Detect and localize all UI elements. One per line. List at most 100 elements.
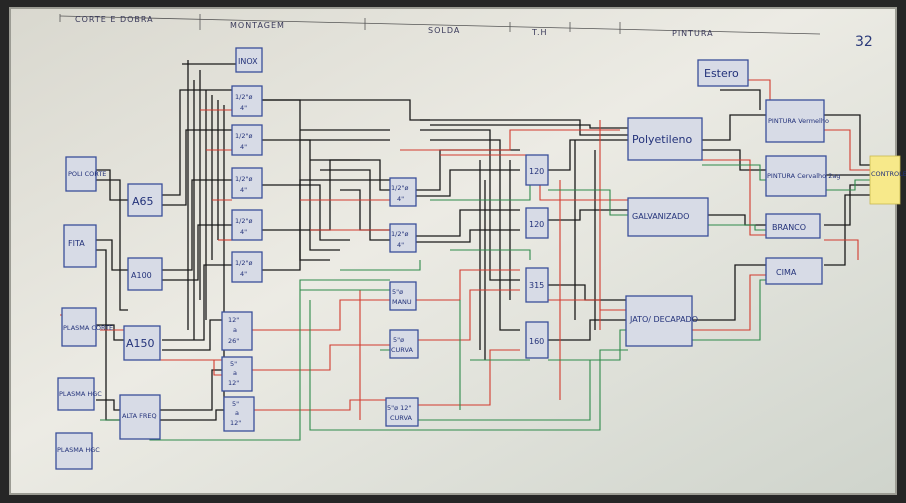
box-solda-5-l1: 5"ø 12": [387, 404, 411, 412]
box-solda-1[interactable]: [389, 177, 417, 207]
box-a65[interactable]: [127, 183, 163, 217]
box-pintura-vermelho-label: PINTURA Vermelho: [768, 117, 829, 125]
box-estero[interactable]: [697, 59, 749, 87]
box-montagem-12-26-l2: a: [233, 326, 237, 334]
box-montagem-5-l1: 1/2"ø: [235, 259, 252, 267]
box-a100[interactable]: [127, 257, 163, 291]
box-fita-label: FITA: [68, 239, 85, 248]
box-montagem-4[interactable]: [231, 209, 263, 241]
box-polyetileno-label: Polyetileno: [632, 133, 692, 146]
box-montagem-5-12-a[interactable]: [221, 356, 253, 392]
box-pintura-cervalho-label: PINTURA Cervalho 2ag: [767, 172, 840, 180]
box-a150-label: A150: [126, 337, 155, 350]
box-plasma-corte-label: PLASMA CORTE: [63, 324, 113, 332]
box-fita[interactable]: [63, 224, 97, 268]
corte-boxes: POLI CORTE FITA PLASMA CORTE PLASMA HGC …: [55, 156, 113, 470]
box-inox[interactable]: [235, 47, 263, 73]
box-solda-1-l1: 1/2"ø: [391, 184, 408, 192]
box-inox-label: INOX: [238, 57, 258, 66]
box-solda-4[interactable]: [389, 329, 419, 359]
section-dividers: [59, 14, 821, 35]
box-montagem-1[interactable]: [231, 85, 263, 117]
box-plasma-hgc-1-label: PLASMA HGC: [59, 390, 102, 398]
wires-green: [100, 164, 872, 441]
box-th-4-label: 160: [529, 337, 544, 346]
box-a150[interactable]: [123, 325, 161, 361]
box-montagem-12-26-l3: 26": [228, 337, 239, 345]
box-solda-5[interactable]: [385, 397, 419, 427]
box-montagem-2-l2: 4": [240, 143, 247, 151]
box-solda-3-l2: MANU: [392, 298, 412, 306]
box-cima-label: CIMA: [776, 268, 797, 277]
page-number: 32: [855, 34, 873, 50]
box-solda-5-l2: CURVA: [390, 414, 412, 422]
box-a65-label: A65: [132, 195, 154, 208]
box-montagem-3-l2: 4": [240, 186, 247, 194]
box-solda-4-l1: 5"ø: [393, 336, 404, 344]
box-polyetileno[interactable]: [627, 117, 703, 161]
box-plasma-hgc-2[interactable]: [55, 432, 93, 470]
box-montagem-5-12-a-l3: 12": [228, 379, 239, 387]
box-solda-4-l2: CURVA: [391, 346, 413, 354]
box-galvanizado[interactable]: [627, 197, 709, 237]
box-pintura-cervalho[interactable]: [765, 155, 827, 197]
box-branco-label: BRANCO: [772, 223, 806, 232]
box-montagem-5-12-b-l2: a: [235, 409, 239, 417]
box-montagem-3-l1: 1/2"ø: [235, 175, 252, 183]
box-montagem-5-12-b[interactable]: [223, 396, 255, 432]
box-montagem-12-26-l1: 12": [228, 316, 239, 324]
box-plasma-hgc-1[interactable]: [57, 377, 95, 411]
box-solda-3[interactable]: [389, 281, 417, 311]
acabamento-boxes: PINTURA Vermelho PINTURA Cervalho 2ag BR…: [765, 99, 840, 285]
section-solda: SOLDA: [428, 26, 460, 35]
box-th-4[interactable]: [525, 321, 549, 359]
montagem-boxes: INOX 1/2"ø 4" 1/2"ø 4" 1/2"ø 4" 1/2"ø 4"…: [221, 47, 263, 432]
box-montagem-5-12-b-l3: 12": [230, 419, 241, 427]
dobra-boxes: A65 A100 A150 ALTA FREQ: [119, 183, 163, 440]
box-plasma-hgc-2-label: PLASMA HGC: [57, 446, 100, 454]
box-montagem-5-12-b-l1: 5": [232, 400, 239, 408]
box-plasma-corte[interactable]: [61, 307, 97, 347]
box-montagem-2-l1: 1/2"ø: [235, 132, 252, 140]
box-montagem-3[interactable]: [231, 167, 263, 199]
controle-de-producao-label: CONTROLE DE PRODUÇÃO: [871, 169, 906, 178]
controle-de-producao-note[interactable]: [869, 155, 901, 205]
box-th-1-label: 120: [529, 167, 544, 176]
box-cima[interactable]: [765, 257, 823, 285]
wires-red: [60, 79, 872, 420]
box-jato-decapado-label: JATO/ DECAPADO: [629, 315, 698, 324]
box-th-3[interactable]: [525, 267, 549, 303]
box-solda-2[interactable]: [389, 223, 417, 253]
th-boxes: 120 120 315 160: [525, 154, 549, 359]
box-solda-3-l1: 5"ø: [392, 288, 403, 296]
box-th-1[interactable]: [525, 154, 549, 186]
box-poli-corte[interactable]: [65, 156, 97, 192]
pintura-boxes: Estero Polyetileno GALVANIZADO JATO/ DEC…: [625, 59, 749, 347]
box-pintura-vermelho[interactable]: [765, 99, 825, 143]
box-montagem-12-26[interactable]: [221, 311, 253, 351]
box-montagem-4-l1: 1/2"ø: [235, 217, 252, 225]
box-a100-label: A100: [131, 271, 152, 280]
box-alta-freq-label: ALTA FREQ: [122, 412, 157, 420]
box-solda-2-l2: 4": [397, 241, 404, 249]
box-poli-corte-label: POLI CORTE: [68, 170, 106, 178]
box-montagem-1-l2: 4": [240, 104, 247, 112]
wires-black: [94, 60, 872, 421]
box-montagem-4-l2: 4": [240, 228, 247, 236]
box-solda-2-l1: 1/2"ø: [391, 230, 408, 238]
box-th-3-label: 315: [529, 281, 544, 290]
box-branco[interactable]: [765, 213, 821, 239]
box-estero-label: Estero: [704, 67, 739, 80]
box-montagem-1-l1: 1/2"ø: [235, 93, 252, 101]
box-galvanizado-label: GALVANIZADO: [632, 212, 689, 221]
box-alta-freq[interactable]: [119, 394, 161, 440]
box-montagem-5[interactable]: [231, 251, 263, 283]
box-montagem-5-l2: 4": [240, 270, 247, 278]
solda-boxes: 1/2"ø 4" 1/2"ø 4" 5"ø MANU 5"ø CURVA 5"ø…: [385, 177, 419, 427]
section-pintura: PINTURA: [672, 29, 714, 38]
box-jato-decapado[interactable]: [625, 295, 693, 347]
box-th-2-label: 120: [529, 220, 544, 229]
box-th-2[interactable]: [525, 207, 549, 239]
box-montagem-2[interactable]: [231, 124, 263, 156]
